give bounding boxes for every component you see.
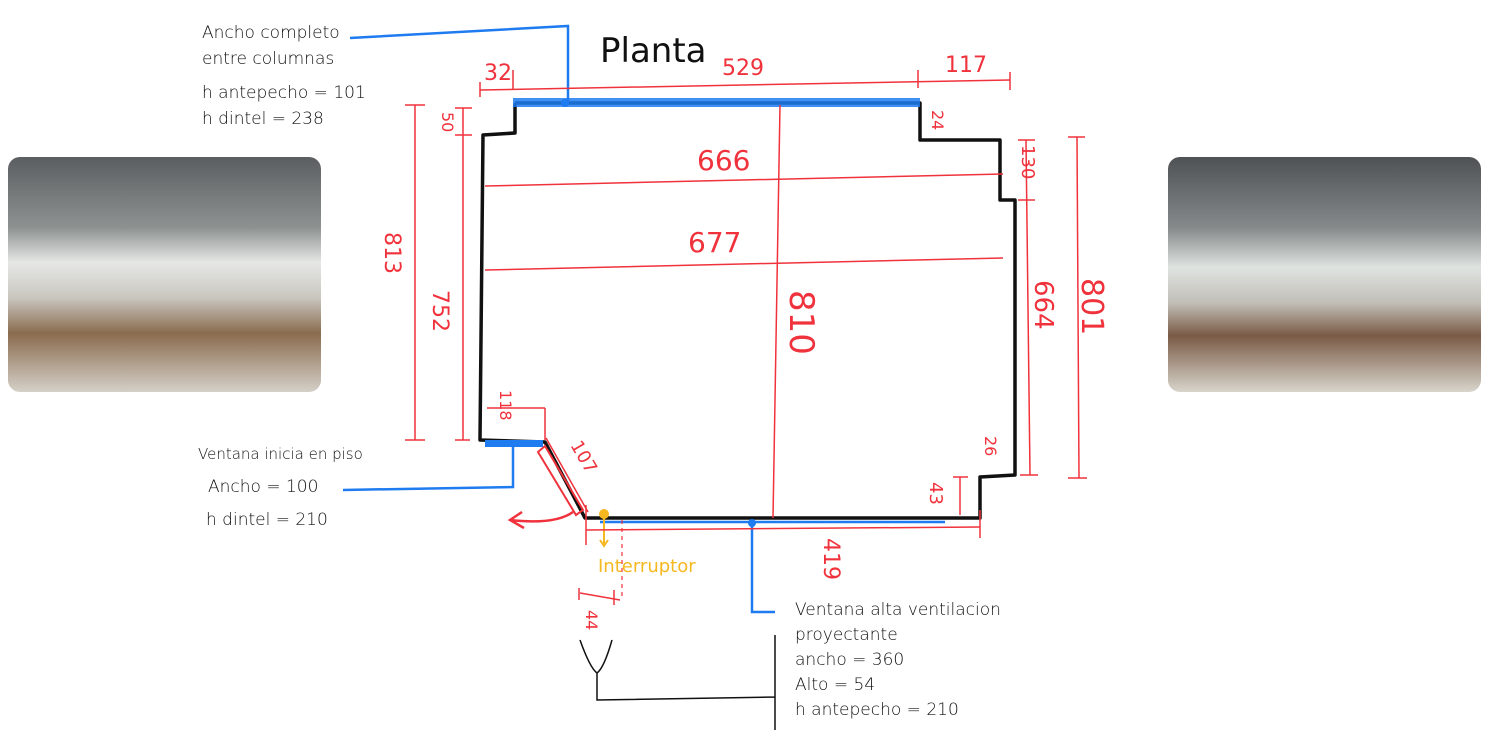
dim-801: 801	[1074, 278, 1109, 335]
floor-window-note: Ventana inicia en piso Ancho = 100 h din…	[198, 438, 363, 537]
dim-529: 529	[722, 56, 764, 81]
note-line: Ventana alta ventilacion	[795, 600, 1001, 620]
dim-24: 24	[928, 110, 947, 130]
dim-118: 118	[496, 390, 515, 421]
dim-664: 664	[1028, 280, 1058, 330]
note-line: entre columnas	[202, 49, 335, 69]
dim-107: 107	[566, 437, 601, 477]
dim-117: 117	[945, 53, 987, 78]
dim-666: 666	[697, 144, 750, 177]
switch-label: Interruptor	[598, 556, 696, 577]
dim-44: 44	[582, 610, 601, 630]
dimension-lines	[405, 70, 1087, 605]
dim-50: 50	[438, 112, 457, 132]
note-line: Alto = 54	[795, 675, 876, 695]
note-line: h antepecho = 210	[795, 700, 959, 720]
dim-677: 677	[688, 226, 741, 259]
note-line: Ancho = 100	[208, 477, 319, 497]
page-title: Planta	[600, 31, 707, 71]
note-line: Ventana inicia en piso	[198, 445, 363, 463]
room-walls	[478, 101, 1017, 520]
door-swing-arrow	[507, 510, 574, 530]
note-line: h dintel = 210	[206, 510, 328, 530]
switch-icon	[599, 509, 609, 519]
dim-43: 43	[925, 482, 946, 505]
connector-symbol	[579, 635, 776, 730]
dim-32: 32	[484, 61, 512, 86]
note-line: ancho = 360	[795, 650, 905, 670]
dim-130: 130	[1017, 145, 1038, 179]
dim-813: 813	[379, 232, 404, 274]
dim-810: 810	[781, 290, 821, 355]
high-window-note: Ventana alta ventilacion proyectante anc…	[795, 598, 1001, 723]
top-window	[513, 98, 920, 107]
note-line: Ancho completo	[202, 23, 340, 43]
top-window-note: Ancho completo entre columnas h antepech…	[202, 20, 366, 132]
note-line: proyectante	[795, 625, 898, 645]
floor-window	[485, 440, 543, 447]
top-window-leader	[349, 24, 570, 103]
note-line: h antepecho = 101	[202, 83, 366, 103]
classroom-photo-right	[1168, 157, 1481, 392]
dim-26: 26	[981, 436, 1000, 456]
note-line: h dintel = 238	[202, 109, 324, 129]
dim-752: 752	[427, 290, 452, 332]
dim-419: 419	[818, 538, 843, 580]
door	[536, 444, 585, 517]
classroom-photo-left	[8, 157, 321, 392]
